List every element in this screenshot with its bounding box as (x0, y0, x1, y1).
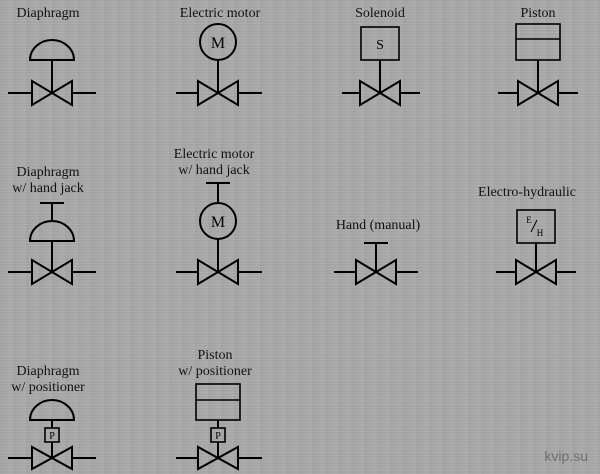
solenoid-mark: S (376, 38, 384, 53)
hand-manual-valve-symbol: Hand (manual) (334, 218, 421, 286)
solenoid-label: Solenoid (355, 6, 405, 21)
electro-hydraulic-box (516, 209, 556, 244)
piston-positioner-valve-symbol: Piston w/ positioner P (176, 348, 262, 471)
valve-body-bowtie (359, 79, 401, 107)
diaphragm-positioner-label-line2: w/ positioner (11, 380, 85, 395)
positioner-mark: P (215, 431, 221, 442)
motor-mark: M (211, 35, 225, 52)
diaphragm-actuator-dome (28, 39, 76, 61)
electric-motor-hand-jack-label-line2: w/ hand jack (178, 163, 250, 178)
piston-label: Piston (520, 6, 555, 21)
valve-body-bowtie (197, 258, 239, 286)
piston-positioner-label-line2: w/ positioner (178, 364, 252, 379)
motor-mark: M (211, 214, 225, 231)
electro-hydraulic-mark-bottom: H (537, 228, 544, 238)
diaphragm-hand-jack-label-line1: Diaphragm (17, 165, 80, 180)
electro-hydraulic-slash (530, 219, 538, 233)
piston-cylinder (515, 23, 561, 61)
valve-body-bowtie (31, 258, 73, 286)
diaphragm-label: Diaphragm (17, 6, 80, 21)
diaphragm-hand-jack-label-line2: w/ hand jack (12, 181, 84, 196)
watermark: kvip.su (544, 448, 588, 464)
diaphragm-hand-jack-valve-symbol: Diaphragm w/ hand jack (8, 165, 96, 286)
valve-body-bowtie (515, 258, 557, 286)
diaphragm-valve-symbol: Diaphragm (8, 6, 96, 107)
valve-body-bowtie (197, 79, 239, 107)
solenoid-valve-symbol: Solenoid S (342, 6, 420, 107)
hand-manual-label: Hand (manual) (336, 218, 421, 233)
electric-motor-hand-jack-valve-symbol: Electric motor w/ hand jack M (174, 147, 262, 286)
diaphragm-actuator-dome (28, 220, 76, 242)
positioner-mark: P (49, 431, 55, 442)
electric-motor-hand-jack-label-line1: Electric motor (174, 147, 255, 162)
piston-valve-symbol: Piston (498, 6, 578, 107)
electro-hydraulic-label: Electro-hydraulic (478, 185, 576, 200)
electric-motor-valve-symbol: Electric motor M (176, 6, 262, 107)
valve-body-bowtie (31, 445, 73, 471)
valve-body-bowtie (517, 79, 559, 107)
valve-body-bowtie (355, 258, 397, 286)
diaphragm-positioner-label-line1: Diaphragm (17, 364, 80, 379)
electric-motor-label: Electric motor (180, 6, 261, 21)
piston-positioner-label-line1: Piston (197, 348, 232, 363)
valve-body-bowtie (31, 79, 73, 107)
piston-cylinder (195, 383, 241, 421)
diaphragm-positioner-valve-symbol: Diaphragm w/ positioner P (8, 364, 96, 471)
valve-body-bowtie (197, 445, 239, 471)
electro-hydraulic-mark-top: E (526, 215, 532, 225)
diaphragm-actuator-dome (28, 399, 76, 421)
electro-hydraulic-valve-symbol: Electro-hydraulic E H (478, 185, 576, 286)
